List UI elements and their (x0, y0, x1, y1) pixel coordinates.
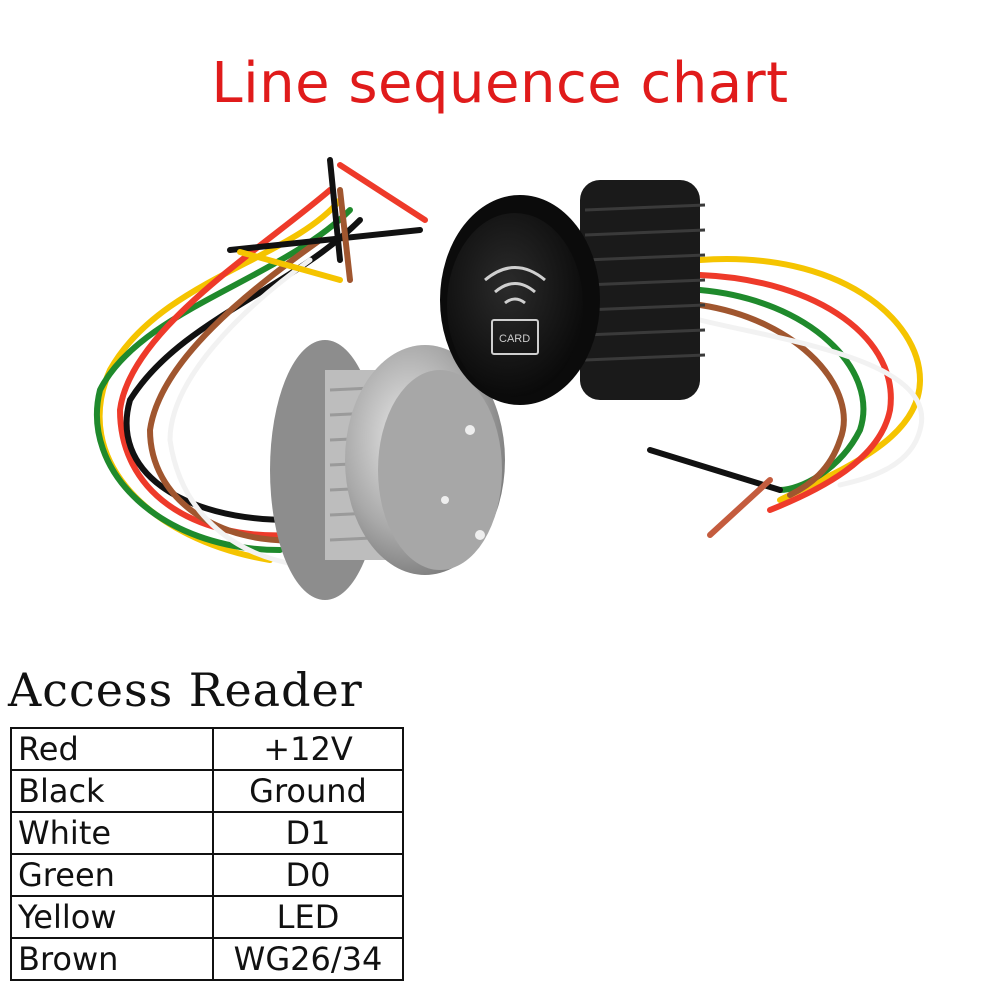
card-label: CARD (499, 333, 530, 345)
table-row: Yellow LED (10, 895, 404, 939)
wire-color-cell: Green (10, 853, 214, 897)
wire-function-cell: D0 (212, 853, 404, 897)
black-reader-icon: CARD (440, 180, 706, 405)
table-row: Brown WG26/34 (10, 937, 404, 981)
card-icon: CARD (491, 319, 539, 355)
wire-function-cell: +12V (212, 727, 404, 771)
left-wire-bundle (93, 157, 428, 568)
rfid-waves-icon (484, 266, 546, 305)
metal-reader-icon (270, 340, 505, 600)
wire-function-cell: LED (212, 895, 404, 939)
wire-function-cell: D1 (212, 811, 404, 855)
wire-color-cell: White (10, 811, 214, 855)
page-title: Line sequence chart (211, 51, 789, 116)
wire-color-cell: Yellow (10, 895, 214, 939)
product-photo: CARD (93, 157, 925, 600)
table-row: Red +12V (10, 727, 404, 771)
table-row: Green D0 (10, 853, 404, 897)
right-wire-bundle (647, 256, 925, 538)
wire-color-cell: Brown (10, 937, 214, 981)
wire-color-cell: Red (10, 727, 214, 771)
table-row: White D1 (10, 811, 404, 855)
wire-table: Red +12V Black Ground White D1 Green D0 … (10, 727, 404, 981)
wire-function-cell: WG26/34 (212, 937, 404, 981)
wire-function-cell: Ground (212, 769, 404, 813)
table-row: Black Ground (10, 769, 404, 813)
wire-color-cell: Black (10, 769, 214, 813)
table-heading: Access Reader (8, 663, 363, 717)
